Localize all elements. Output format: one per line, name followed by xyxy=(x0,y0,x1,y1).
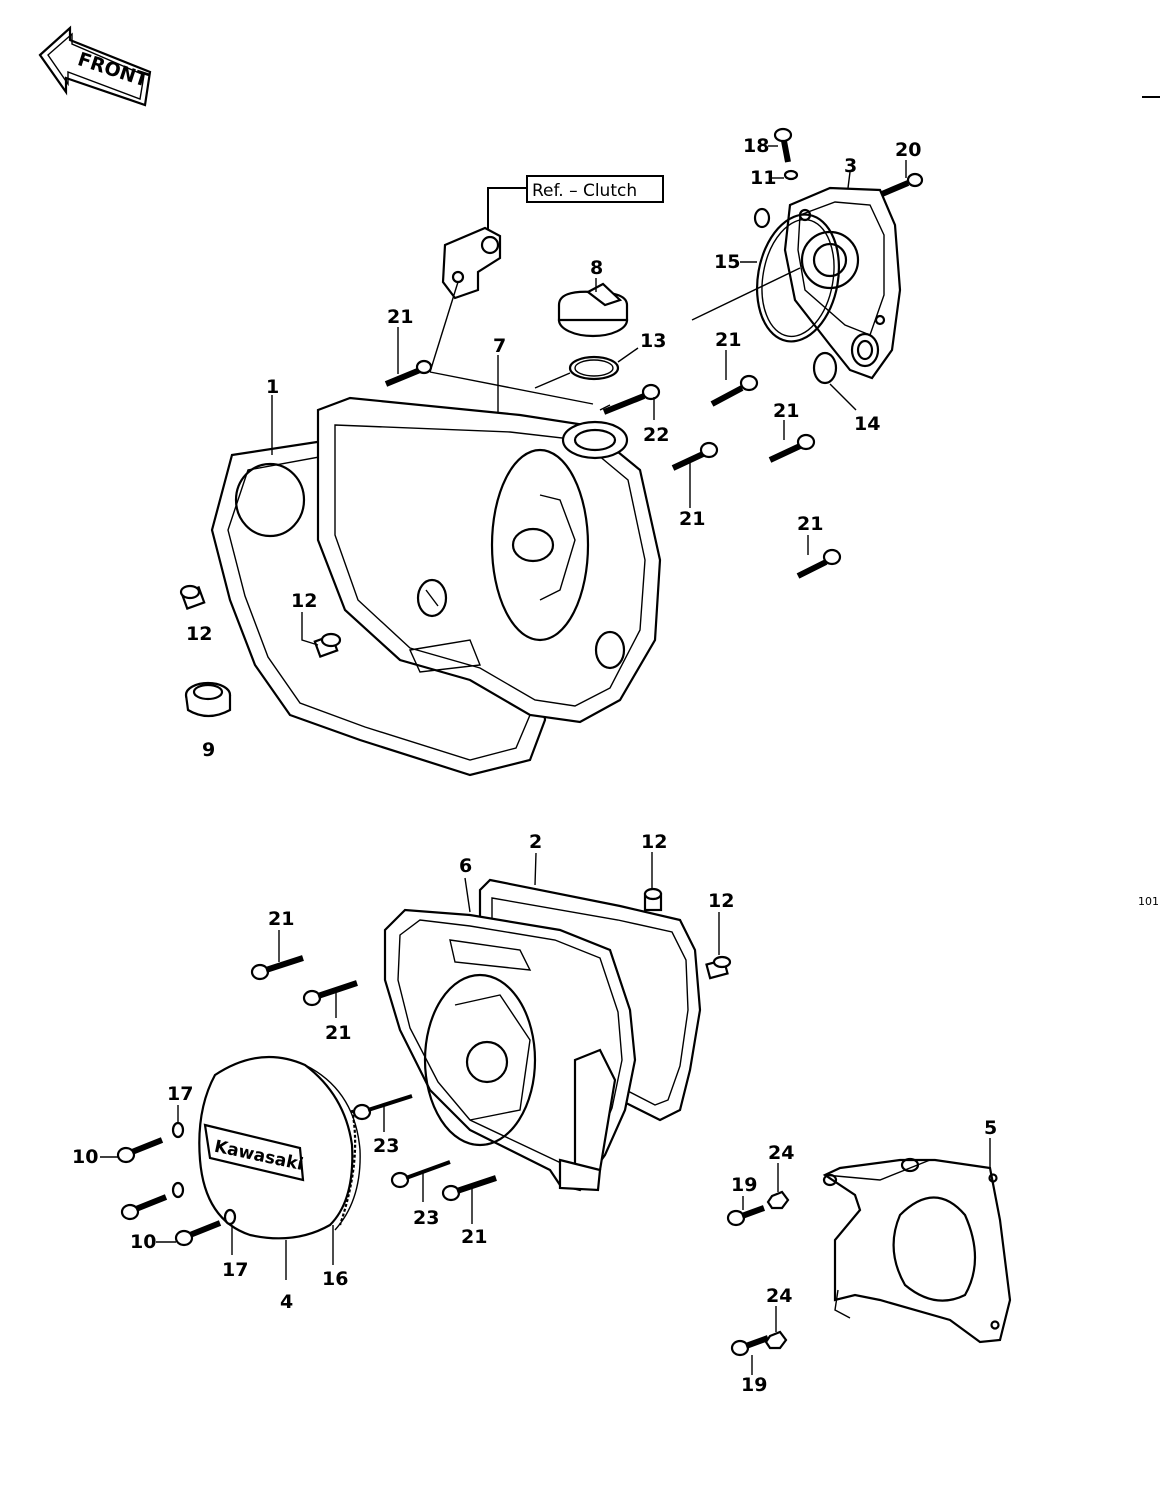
o-ring-part-15 xyxy=(755,213,841,343)
callout-6: 6 xyxy=(459,855,472,877)
o-ring-part-13 xyxy=(568,355,620,381)
bolt-part-23-a xyxy=(352,1094,413,1121)
callout-21-lower-a: 21 xyxy=(268,908,294,930)
callout-21-center: 21 xyxy=(679,508,705,530)
callout-11: 11 xyxy=(750,167,776,189)
callout-9: 9 xyxy=(202,739,215,761)
screw-part-18 xyxy=(773,127,793,163)
callout-4: 4 xyxy=(280,1291,293,1313)
front-arrow-icon: FRONT xyxy=(38,25,152,107)
callout-20: 20 xyxy=(895,139,921,161)
kawasaki-cover-part-4: Kawasaki xyxy=(198,1055,361,1240)
callout-19-top: 19 xyxy=(731,1174,757,1196)
screw-part-10-bottom xyxy=(174,1220,222,1247)
bolt-part-23-b xyxy=(390,1160,451,1189)
inner-cover-part-6 xyxy=(383,908,637,1192)
callout-3: 3 xyxy=(844,155,857,177)
callout-21-right: 21 xyxy=(773,400,799,422)
washer-part-17-bottom xyxy=(223,1208,237,1226)
callout-12-lower-a: 12 xyxy=(641,831,667,853)
washer-part-17-top xyxy=(171,1121,185,1139)
page-number: 101 xyxy=(1138,895,1159,908)
gasket-part-16 xyxy=(338,1109,357,1226)
reference-box-text: Ref. – Clutch xyxy=(532,181,637,201)
bolt-part-21-top-left xyxy=(384,359,433,387)
callout-13: 13 xyxy=(640,330,666,352)
callout-12-center: 12 xyxy=(291,590,317,612)
bolt-part-21-lower-c xyxy=(441,1175,497,1202)
bolt-part-21-lower-b xyxy=(302,980,358,1007)
callout-21-top-left: 21 xyxy=(387,306,413,328)
screw-part-10-top xyxy=(116,1137,164,1164)
callout-18: 18 xyxy=(743,135,769,157)
callout-21-lower-c: 21 xyxy=(461,1226,487,1248)
nut-part-24-bottom xyxy=(764,1330,788,1350)
callout-23-b: 23 xyxy=(413,1207,439,1229)
callout-7: 7 xyxy=(493,335,506,357)
bolt-part-21-center xyxy=(671,441,719,471)
dowel-pin-part-12-lower-a xyxy=(643,887,663,912)
callout-24-bottom: 24 xyxy=(766,1285,792,1307)
dowel-pin-part-12-lower-b xyxy=(705,955,732,980)
dowel-pin-part-12-left xyxy=(179,584,206,611)
callout-1: 1 xyxy=(266,376,279,398)
clutch-bracket xyxy=(441,226,502,300)
callout-8: 8 xyxy=(590,257,603,279)
chain-guard-part-5 xyxy=(822,1157,1012,1344)
callout-15: 15 xyxy=(714,251,740,273)
bolt-part-21-mid xyxy=(710,374,759,407)
callout-19-bottom: 19 xyxy=(741,1374,767,1396)
callout-14: 14 xyxy=(854,413,880,435)
callout-labels: 1 2 3 4 5 6 7 8 9 10 10 11 12 12 12 12 1… xyxy=(72,135,997,1396)
bolt-part-21-lower-a xyxy=(250,955,304,981)
bolt-part-21-lower-right xyxy=(796,548,842,579)
washer-part-17-middle xyxy=(171,1181,185,1199)
dowel-pin-part-12-center xyxy=(313,632,342,659)
callout-12-left: 12 xyxy=(186,623,212,645)
callout-21-lower-b: 21 xyxy=(325,1022,351,1044)
bolt-part-19-bottom xyxy=(730,1335,770,1357)
callout-17-top: 17 xyxy=(167,1083,193,1105)
callout-10-top: 10 xyxy=(72,1146,98,1168)
nut-part-24-top xyxy=(766,1190,790,1210)
reference-box: Ref. – Clutch xyxy=(487,175,664,235)
oil-seal-part-9 xyxy=(184,681,232,718)
oil-filler-cap-part-8 xyxy=(557,282,629,338)
bolt-part-20 xyxy=(880,172,924,197)
callout-17-bottom: 17 xyxy=(222,1259,248,1281)
callout-10-bottom: 10 xyxy=(130,1231,156,1253)
callout-22: 22 xyxy=(643,424,669,446)
washer-part-11 xyxy=(783,169,799,181)
bolt-part-22 xyxy=(602,383,661,415)
bolt-part-21-right xyxy=(768,433,816,463)
callout-2: 2 xyxy=(529,831,542,853)
callout-16: 16 xyxy=(322,1268,348,1290)
bolt-part-19-top xyxy=(726,1205,766,1227)
callout-24-top: 24 xyxy=(768,1142,794,1164)
callout-12-lower-b: 12 xyxy=(708,890,734,912)
outer-cover-part-7 xyxy=(316,396,662,724)
callout-21-mid: 21 xyxy=(715,329,741,351)
callout-23-a: 23 xyxy=(373,1135,399,1157)
screw-part-10-middle xyxy=(120,1194,168,1221)
small-seal xyxy=(753,207,771,229)
o-ring-part-14 xyxy=(812,351,838,385)
callout-5: 5 xyxy=(984,1117,997,1139)
callout-21-lower-right: 21 xyxy=(797,513,823,535)
pump-cover-part-3 xyxy=(783,186,902,380)
